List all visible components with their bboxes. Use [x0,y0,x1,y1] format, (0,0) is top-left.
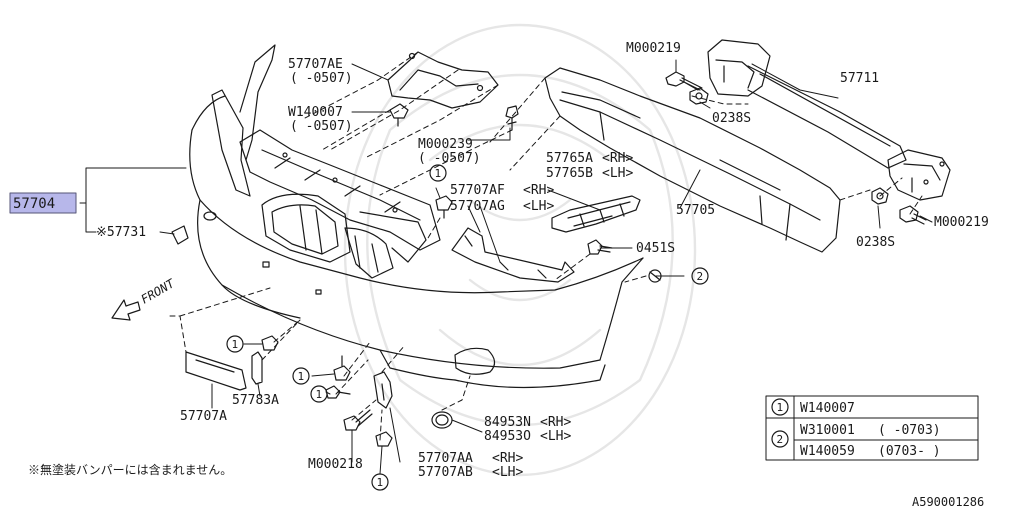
callout-circle [429,164,447,182]
clip-57783A [251,351,263,385]
clip-top-57707AF [435,195,453,219]
nut-0238S-top [689,87,709,105]
label-57707AB-side: <LH> [492,465,523,480]
diagram-id: A590001286 [912,495,984,509]
label-W140007: W140007 [288,105,343,120]
legend-range: (0703- ) [878,444,941,459]
callout-number: 1 [232,338,239,351]
callout-number: 2 [697,270,704,283]
front-arrow-icon [111,299,141,321]
side-bracket-57707AF [451,227,575,283]
callouts: 1 2 1 1 1 1 [226,164,709,491]
part-highlight-box [9,192,77,214]
legend-num: 2 [777,433,784,446]
label-M000219-right: M000219 [934,215,989,230]
legend-part: W140059 [800,444,855,459]
legend-num-circle [771,430,789,448]
clip-1-lower-a [261,335,279,351]
bolt-M000219-top [665,71,703,91]
label-57707AE: 57707AE [288,57,343,72]
cap-84953N [431,411,453,429]
front-label: FRONT [139,276,178,307]
label-57707AF: 57707AF [450,183,505,198]
part-labels: 57704 ※57731 57707AE ( -0507) W140007 ( … [13,41,989,480]
cap-57731 [171,225,189,245]
clip-1-lower-c [325,385,351,399]
callout-number: 1 [435,167,442,180]
label-57765B: 57765B [546,166,593,181]
label-57707A: 57707A [180,409,227,424]
reinforcement-57705 [544,67,841,253]
callout-circle [310,385,328,403]
bracket-57707AA [373,371,393,409]
callout-circle [226,335,244,353]
callout-circle [691,267,709,285]
footnote: ※無塗装バンパーには含まれません。 [28,462,232,477]
beam-57711 [707,39,951,201]
label-57707AF-side: <RH> [523,183,554,198]
nut-0238S-bottom [871,187,889,205]
label-57707AA: 57707AA [418,451,473,466]
label-0451S: 0451S [636,241,675,256]
callout-number: 1 [316,388,323,401]
label-84953O-side: <LH> [540,429,571,444]
screw-0451S [587,239,613,255]
label-57705: 57705 [676,203,715,218]
legend-table: 1 2 W140007 W310001 ( -0703) W140059 (07… [765,395,979,461]
assembly-lines [169,51,923,441]
label-0238S-top: 0238S [712,111,751,126]
label-57707AB: 57707AB [418,465,473,480]
label-57704: 57704 [13,196,55,212]
label-W140007-range: ( -0507) [290,119,353,134]
callout-number: 1 [298,370,305,383]
label-84953N-side: <RH> [540,415,571,430]
label-57765A: 57765A [546,151,593,166]
callout-number: 1 [377,476,384,489]
label-M000239-range: ( -0507) [418,151,481,166]
label-84953N: 84953N [484,415,531,430]
clip-W140007 [389,103,409,127]
label-57731: ※57731 [96,225,146,240]
leader-lines [79,59,933,475]
label-57765A-side: <RH> [602,151,633,166]
legend-range: ( -0703) [878,423,941,438]
legend-part: W310001 [800,423,855,438]
clip-1-bottom [375,431,393,447]
label-0238S-bottom: 0238S [856,235,895,250]
label-57711: 57711 [840,71,879,86]
legend-num: 1 [777,401,784,414]
label-57707AE-range: ( -0507) [290,71,353,86]
bolt-M000219-right [899,205,927,225]
legend-num-circle [771,398,789,416]
label-57707AG-side: <LH> [523,199,554,214]
label-M000218: M000218 [308,457,363,472]
label-M000239: M000239 [418,137,473,152]
screw-M000218 [343,409,373,431]
lower-bracket-57707A [185,351,247,391]
callout-circle [292,367,310,385]
label-57783A: 57783A [232,393,279,408]
screw-M000239 [505,105,519,131]
label-57707AG: 57707AG [450,199,505,214]
clip-1-lower-b [333,355,351,381]
bracket-57765A [551,195,641,233]
label-84953O: 84953O [484,429,531,444]
bumper-inner-bracket [239,129,441,251]
bumper-cover [189,44,644,389]
label-57707AA-side: <RH> [492,451,523,466]
label-57765B-side: <LH> [602,166,633,181]
legend-part: W140007 [800,401,855,416]
callout-circle [371,473,389,491]
label-M000219-top: M000219 [626,41,681,56]
